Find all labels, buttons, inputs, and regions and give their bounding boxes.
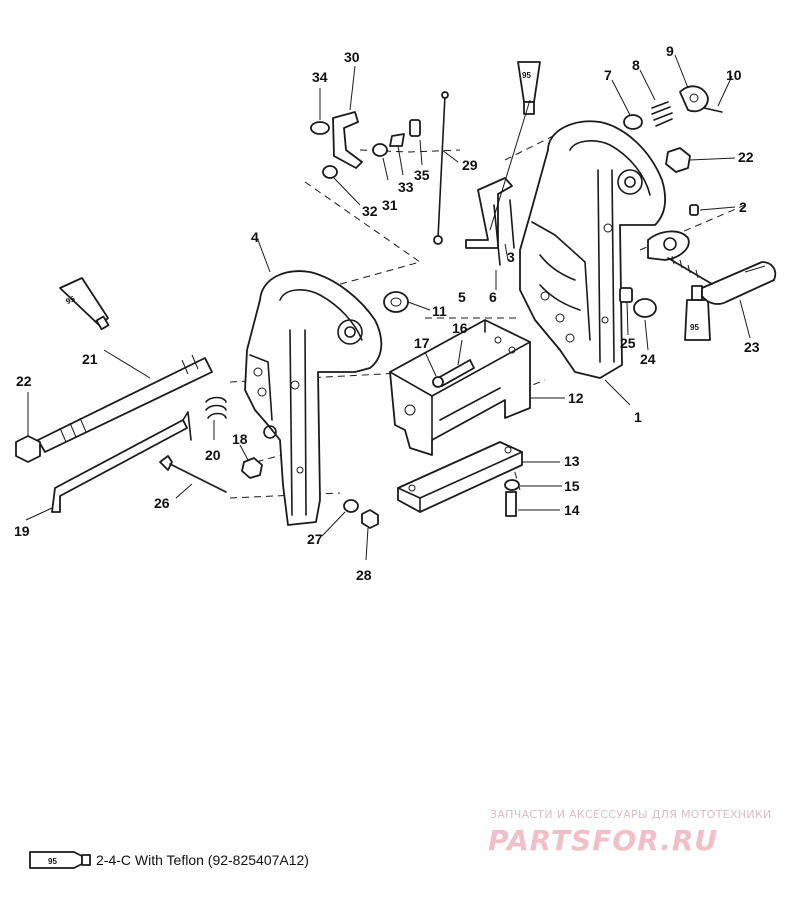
callout-8: 8	[632, 57, 640, 73]
watermark: ЗАПЧАСТИ И АКСЕССУАРЫ ДЛЯ МОТОТЕХНИКИ PA…	[488, 808, 772, 857]
callout-32: 32	[362, 203, 378, 219]
svg-text:95: 95	[48, 857, 57, 866]
callout-22-right: 22	[738, 149, 754, 165]
callout-25: 25	[620, 335, 636, 351]
callout-10: 10	[726, 67, 742, 83]
part-4-port-clamp-bracket	[244, 270, 383, 526]
callout-21: 21	[82, 351, 98, 367]
legend-text: 2-4-C With Teflon (92-825407A12)	[96, 852, 309, 868]
callout-6: 6	[489, 289, 497, 305]
callout-20: 20	[205, 447, 221, 463]
callout-numbers: 1 2 3 4 5 6 7 8 9 10 11 12 13 14 15 16 1…	[14, 43, 760, 583]
callout-18: 18	[232, 431, 248, 447]
part-19-tilt-lock-rod	[51, 411, 192, 513]
grease-tube-right: 95	[684, 285, 711, 341]
callout-11: 11	[432, 303, 447, 319]
callout-23: 23	[744, 339, 760, 355]
callout-2: 2	[739, 199, 747, 215]
callout-24: 24	[640, 351, 656, 367]
watermark-brand: PARTSFOR.RU	[488, 824, 718, 857]
callout-12: 12	[568, 390, 584, 406]
callout-17: 17	[414, 335, 430, 351]
callout-9: 9	[666, 43, 674, 59]
callout-33: 33	[398, 179, 414, 195]
svg-text:95: 95	[522, 71, 531, 80]
callout-27: 27	[307, 531, 323, 547]
callout-22-left: 22	[16, 373, 32, 389]
callout-26: 26	[154, 495, 170, 511]
svg-text:95: 95	[690, 323, 699, 332]
small-hardware	[15, 85, 777, 529]
grease-tube-top: 95	[517, 61, 541, 115]
callout-1: 1	[634, 409, 642, 425]
callout-13: 13	[564, 453, 580, 469]
callout-14: 14	[564, 502, 580, 518]
callout-28: 28	[356, 567, 372, 583]
callout-4: 4	[251, 229, 259, 245]
callout-30: 30	[344, 49, 360, 65]
legend: 95 2-4-C With Teflon (92-825407A12)	[29, 851, 309, 869]
leader-lines	[25, 54, 751, 561]
callout-35: 35	[414, 167, 430, 183]
part-1-starboard-clamp-bracket	[519, 120, 690, 379]
callout-31: 31	[382, 197, 398, 213]
callout-19: 19	[14, 523, 30, 539]
legend-tube-icon: 95	[29, 851, 91, 869]
callout-34: 34	[312, 69, 328, 85]
part-13-base-plate	[397, 441, 523, 513]
callout-16: 16	[452, 320, 468, 336]
svg-text:95: 95	[64, 294, 76, 306]
part-12-swivel-bracket	[389, 319, 531, 456]
part-21-tilt-tube	[37, 354, 213, 453]
grease-tube-left: 95	[59, 277, 110, 331]
callout-29: 29	[462, 157, 478, 173]
callout-5: 5	[458, 289, 466, 305]
callout-7: 7	[604, 67, 612, 83]
callout-3: 3	[507, 249, 515, 265]
callout-15: 15	[564, 478, 580, 494]
watermark-tagline: ЗАПЧАСТИ И АКСЕССУАРЫ ДЛЯ МОТОТЕХНИКИ	[490, 808, 772, 821]
